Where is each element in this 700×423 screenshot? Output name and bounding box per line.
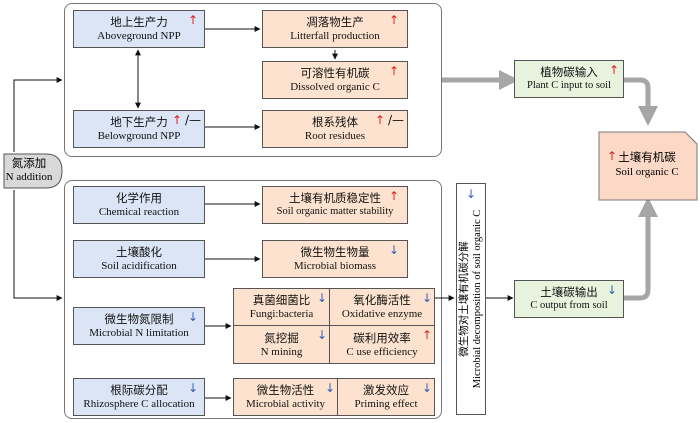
plant-input-panel xyxy=(64,3,442,157)
nmining-en: N mining xyxy=(260,345,303,358)
litterfall-en: Litterfall production xyxy=(290,30,380,42)
root-increase-icon: ↑ xyxy=(374,113,385,127)
cue-en: C use efficiency xyxy=(346,345,418,358)
plant-to-soil-flow xyxy=(624,77,658,126)
oxidative-enzyme-cell: 氧化酶活性 Oxidative enzyme ↓ xyxy=(330,289,434,326)
nlim-zh: 微生物氮限制 xyxy=(104,312,174,326)
stability-increase-icon: ↑ xyxy=(388,189,399,203)
belowground-zh: 地下生产力 xyxy=(110,115,168,129)
oxi-en: Oxidative enzyme xyxy=(341,308,423,320)
n-addition-node: 氮添加 N addition xyxy=(2,152,64,190)
fb-zh: 真菌细菌比 xyxy=(252,293,311,307)
activity-priming-box: 微生物活性 Microbial activity ↓ 激发效应 Priming … xyxy=(233,378,435,416)
stability-en: Soil organic matter stability xyxy=(276,206,394,217)
priming-en: Priming effect xyxy=(354,398,418,410)
fungi-bacteria-cell: 真菌细菌比 Fungi:bacteria ↓ xyxy=(234,289,330,326)
activity-decrease-icon: ↓ xyxy=(324,381,335,395)
priming-zh: 激发效应 xyxy=(363,383,409,397)
soil-output-flow xyxy=(624,197,658,301)
root-residues-box: 根系残体 Root residues ↑ /— xyxy=(262,110,408,148)
soil-acidification-box: 土壤酸化 Soil acidification xyxy=(73,240,205,278)
soil-c-output-box: 土壤碳输出 C output from soil ↓ xyxy=(514,280,624,318)
aboveground-npp-box: 地上生产力 Aboveground NPP ↑ xyxy=(73,10,205,48)
decomposition-label: 微生物对土壤有机碳分解 Microbial decomposition of s… xyxy=(457,210,485,389)
oxi-zh: 氧化酶活性 xyxy=(353,293,411,307)
belowground-increase-icon: ↑ xyxy=(171,113,182,127)
microbial-panel xyxy=(64,180,442,419)
stability-zh: 土壤有机质稳定性 xyxy=(289,191,381,205)
doc-increase-icon: ↑ xyxy=(388,64,399,78)
cue-cell: 碳利用效率 C use efficiency ↑ xyxy=(330,326,434,363)
activity-en: Microbial activity xyxy=(245,398,326,410)
soil-output-decrease-icon: ↓ xyxy=(606,283,617,297)
belowground-no-change-icon: /— xyxy=(184,113,201,127)
priming-decrease-icon: ↓ xyxy=(421,381,432,395)
plant-input-en: Plant C input to soil xyxy=(526,80,611,91)
doc-zh: 可溶性有机碳 xyxy=(300,66,370,80)
litterfall-increase-icon: ↑ xyxy=(388,13,399,27)
belowground-npp-box: 地下生产力 Belowground NPP ↑ /— xyxy=(73,110,205,148)
soil-c-zh: 土壤有机碳 xyxy=(618,150,676,164)
priming-effect-cell: 激发效应 Priming effect ↓ xyxy=(338,379,434,415)
root-zh: 根系残体 xyxy=(312,115,358,129)
cue-increase-icon: ↑ xyxy=(421,328,432,342)
soil-c-increase-icon: ↑ xyxy=(607,149,618,163)
doc-en: Dissolved organic C xyxy=(290,81,380,93)
activity-zh: 微生物活性 xyxy=(256,383,315,397)
soil-output-en: C output from soil xyxy=(530,300,608,311)
microbial-decomposition-box: ↓ 微生物对土壤有机碳分解 Microbial decomposition of… xyxy=(456,183,486,415)
rhizo-zh: 根际碳分配 xyxy=(110,383,168,397)
biomass-decrease-icon: ↓ xyxy=(388,243,399,257)
biomass-zh: 微生物生物量 xyxy=(300,245,370,259)
root-no-change-icon: /— xyxy=(387,113,404,127)
aboveground-en: Aboveground NPP xyxy=(97,30,181,42)
nlim-decrease-icon: ↓ xyxy=(187,310,198,324)
litterfall-zh: 凋落物生产 xyxy=(306,15,364,29)
plant-input-zh: 植物碳输入 xyxy=(540,65,598,79)
plant-input-increase-icon: ↑ xyxy=(608,63,619,77)
n-addition-branch-lower xyxy=(13,190,63,301)
fb-en: Fungi:bacteria xyxy=(249,308,314,320)
rhizosphere-allocation-box: 根际碳分配 Rhizosphere C allocation ↓ xyxy=(73,378,205,416)
decomposition-decrease-icon: ↓ xyxy=(466,187,477,201)
acid-en: Soil acidification xyxy=(101,260,177,272)
n-addition-branch xyxy=(13,77,63,152)
doc-box: 可溶性有机碳 Dissolved organic C ↑ xyxy=(262,61,408,99)
oxi-decrease-icon: ↓ xyxy=(421,291,432,305)
litterfall-box: 凋落物生产 Litterfall production ↑ xyxy=(262,10,408,48)
decomposition-en: Microbial decomposition of soil organic … xyxy=(472,209,483,389)
rhizo-en: Rhizosphere C allocation xyxy=(83,398,195,410)
microbial-traits-grid: 真菌细菌比 Fungi:bacteria ↓ 氧化酶活性 Oxidative e… xyxy=(233,288,435,364)
acid-zh: 土壤酸化 xyxy=(116,245,162,259)
root-en: Root residues xyxy=(304,130,366,142)
biomass-en: Microbial biomass xyxy=(293,260,377,272)
decomposition-zh: 微生物对土壤有机碳分解 xyxy=(458,241,470,357)
n-addition-en: N addition xyxy=(5,171,53,183)
soil-c-en: Soil organic C xyxy=(615,166,679,178)
chem-zh: 化学作用 xyxy=(116,191,162,205)
cue-zh: 碳利用效率 xyxy=(353,330,411,345)
chemical-reaction-box: 化学作用 Chemical reaction xyxy=(73,186,205,224)
microbial-biomass-box: 微生物生物量 Microbial biomass ↓ xyxy=(262,240,408,278)
nmining-zh: 氮挖掘 xyxy=(264,330,299,345)
microbial-n-limitation-box: 微生物氮限制 Microbial N limitation ↓ xyxy=(73,307,205,345)
fb-decrease-icon: ↓ xyxy=(316,291,327,305)
belowground-en: Belowground NPP xyxy=(97,130,181,142)
plant-c-input-box: 植物碳输入 Plant C input to soil ↑ xyxy=(514,60,624,98)
nmining-decrease-icon: ↓ xyxy=(316,328,327,342)
soil-organic-c-node: 土壤有机碳 Soil organic C ↑ xyxy=(597,130,699,202)
n-addition-zh: 氮添加 xyxy=(11,156,47,170)
nlim-en: Microbial N limitation xyxy=(89,327,189,339)
som-stability-box: 土壤有机质稳定性 Soil organic matter stability ↑ xyxy=(262,186,408,224)
microbial-activity-cell: 微生物活性 Microbial activity ↓ xyxy=(234,379,338,415)
rhizo-decrease-icon: ↓ xyxy=(187,381,198,395)
aboveground-zh: 地上生产力 xyxy=(110,15,168,29)
chem-en: Chemical reaction xyxy=(98,206,180,218)
n-mining-cell: 氮挖掘 N mining ↓ xyxy=(234,326,330,363)
soil-output-zh: 土壤碳输出 xyxy=(540,285,598,299)
aboveground-increase-icon: ↑ xyxy=(187,13,198,27)
